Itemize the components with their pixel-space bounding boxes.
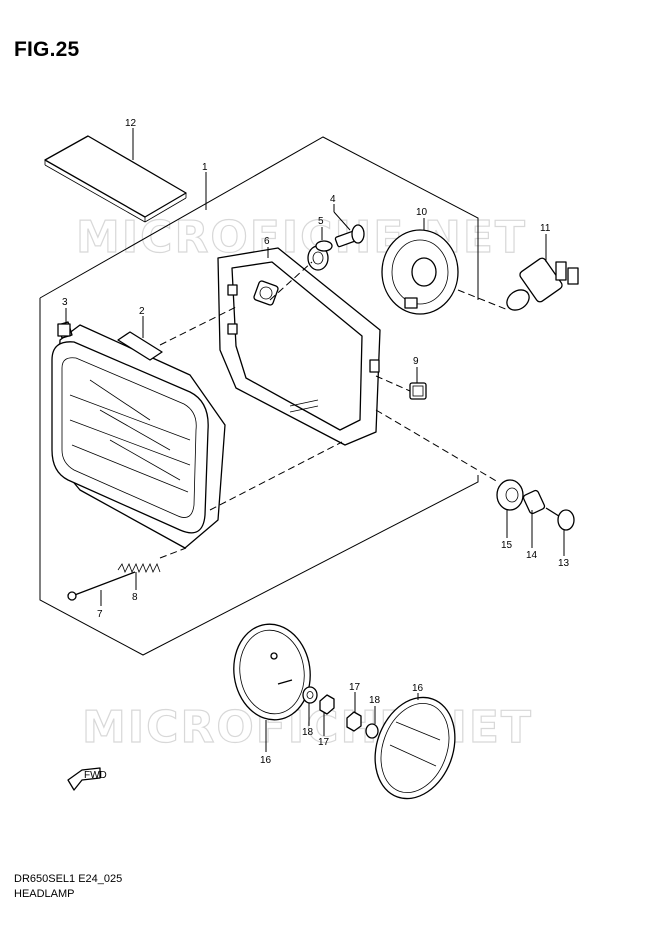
leader-4b	[333, 211, 351, 231]
callout-9: 9	[413, 356, 419, 367]
callout-4: 4	[330, 194, 336, 205]
callout-5: 5	[318, 216, 324, 227]
callout-14: 14	[526, 550, 538, 561]
callout-3: 3	[62, 297, 68, 308]
callout-6: 6	[264, 236, 270, 247]
guide-line-2	[269, 261, 313, 301]
callout-17-left: 17	[318, 737, 330, 748]
figure-title: FIG.25	[14, 38, 80, 61]
grommet-right-part	[496, 479, 524, 511]
watermark-top: MICROFICHE.NET	[76, 212, 527, 263]
assembly-boundary-box-lower	[39, 298, 479, 656]
clip-nut-part	[409, 382, 427, 400]
grommet-part	[307, 240, 333, 271]
clip-part	[57, 323, 71, 337]
socket-cover-part	[381, 229, 459, 315]
collar-part	[522, 489, 546, 515]
callout-17-right: 17	[349, 682, 361, 693]
callout-2: 2	[139, 306, 145, 317]
bolt-right-part	[545, 507, 575, 531]
nut-left-part	[319, 694, 335, 715]
bolt-part	[334, 224, 365, 248]
callout-10: 10	[416, 207, 428, 218]
guide-line-4	[375, 375, 411, 392]
model-code: DR650SEL1 E24_025	[14, 873, 123, 885]
guide-line-6	[209, 441, 343, 511]
callout-16-left: 16	[260, 755, 272, 766]
section-name: HEADLAMP	[14, 888, 75, 900]
spring-part	[117, 563, 161, 573]
nut-right-part	[346, 711, 362, 732]
guide-line-1	[159, 306, 237, 346]
lens-right-part	[374, 696, 456, 800]
callout-16-right: 16	[412, 683, 424, 694]
guide-line-5	[375, 409, 499, 483]
guide-line-3	[457, 289, 509, 311]
watermark-bottom: MICROFICHE.NET	[82, 702, 533, 753]
callout-18-right: 18	[369, 695, 381, 706]
callout-1: 1	[202, 162, 208, 173]
fwd-label: FWD	[84, 770, 107, 781]
washer-left-part	[302, 686, 318, 704]
forward-direction-arrow: FWD	[67, 767, 107, 791]
washer-right-part	[365, 723, 379, 739]
callout-18-left: 18	[302, 727, 314, 738]
adjusting-screw-part	[67, 571, 136, 601]
headlamp-frame-part	[217, 247, 381, 446]
cover-left-part	[233, 623, 311, 721]
callout-11: 11	[540, 223, 551, 234]
callout-12: 12	[125, 118, 137, 129]
callout-13: 13	[558, 558, 570, 569]
label-sheet-part	[44, 135, 187, 223]
bulb-part	[506, 257, 579, 311]
assembly-boundary-box	[39, 136, 479, 300]
callout-7: 7	[97, 609, 103, 620]
callout-15: 15	[501, 540, 513, 551]
headlamp-unit-part	[51, 321, 226, 549]
callout-8: 8	[132, 592, 138, 603]
guide-line-7	[159, 547, 187, 559]
